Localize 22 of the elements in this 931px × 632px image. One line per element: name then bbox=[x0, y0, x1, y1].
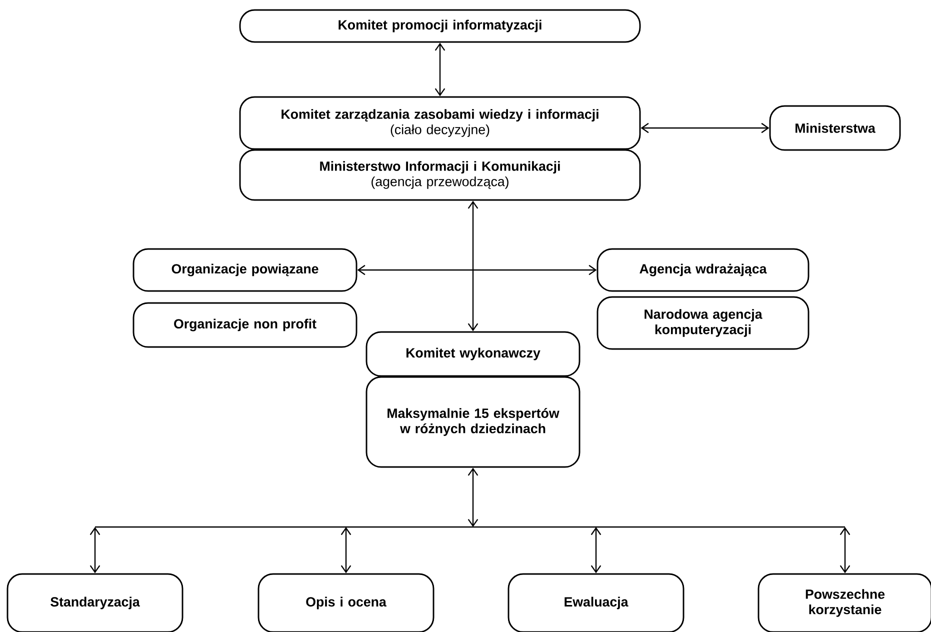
process-box: Ministerstwo Informacji i Komunikacji (agencja przewodząca) bbox=[239, 149, 641, 201]
arrow bbox=[468, 200, 478, 332]
process-box: Powszechne korzystanie bbox=[758, 573, 931, 632]
arrow bbox=[590, 527, 602, 574]
process-box: Opis i ocena bbox=[258, 573, 434, 632]
arrow bbox=[840, 527, 850, 574]
process-box: Maksymalnie 15 ekspertów w różnych dziedzinach bbox=[366, 376, 580, 468]
process-box: Ministerstwa bbox=[769, 105, 901, 151]
arrow bbox=[434, 42, 446, 96]
process-box: Ewaluacja bbox=[508, 573, 684, 632]
process-box: Standaryzacja bbox=[6, 573, 184, 632]
process-box: Agencja wdrażająca bbox=[596, 248, 810, 292]
process-box: Komitet promocji informatyzacji bbox=[239, 9, 641, 43]
arrow bbox=[357, 264, 597, 276]
process-box: Komitet wykonawczy bbox=[366, 331, 580, 377]
arrow bbox=[640, 122, 770, 134]
process-box: Organizacje powiązane bbox=[132, 248, 358, 292]
arrow bbox=[90, 527, 100, 574]
arrow bbox=[340, 527, 352, 574]
process-box: Narodowa agencja komputeryzacji bbox=[596, 296, 810, 350]
process-box: Komitet zarządzania zasobami wiedzy i informacji (ciało decyzyjne) bbox=[239, 96, 641, 150]
process-box: Organizacje non profit bbox=[132, 302, 358, 348]
